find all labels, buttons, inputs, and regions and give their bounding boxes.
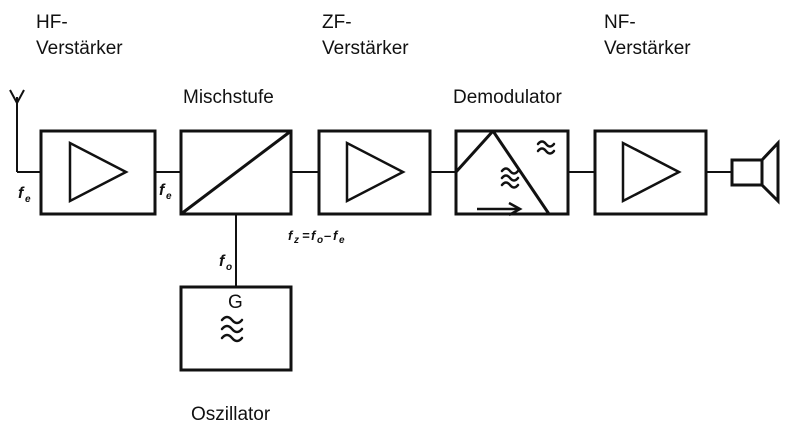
af-amplifier-block [593, 129, 708, 216]
mixer-block [179, 129, 293, 216]
if-amplifier-label-line1: ZF- [322, 12, 352, 33]
speaker-icon [730, 139, 780, 205]
svg-text:=: = [302, 228, 310, 243]
sine-wave-icon [500, 167, 520, 189]
svg-text:–: – [324, 228, 331, 243]
antenna-icon [9, 89, 40, 173]
svg-text:e: e [25, 194, 31, 205]
svg-text:o: o [226, 262, 232, 273]
signal-label-oscillator-output: f o [219, 253, 232, 273]
svg-text:f: f [219, 253, 226, 270]
amplifier-triangle-icon [68, 140, 129, 204]
amplifier-triangle-icon [621, 140, 682, 204]
signal-label-intermediate-frequency: f z = f o – f e [288, 228, 345, 246]
demodulator-block [454, 129, 570, 217]
svg-text:f: f [18, 185, 25, 202]
svg-text:f: f [288, 228, 294, 243]
mixer-diagonal-icon [180, 129, 292, 216]
svg-text:e: e [166, 191, 172, 202]
oscillator-block: G [179, 285, 293, 372]
demodulator-icon [454, 129, 556, 217]
svg-text:z: z [293, 235, 299, 246]
oscillator-label: Oszillator [191, 404, 271, 423]
svg-text:f: f [159, 182, 166, 199]
amplifier-triangle-icon [345, 140, 406, 204]
signal-label-mixer-input: f e [159, 182, 172, 202]
if-amplifier-block [317, 129, 432, 216]
if-amplifier-label-line2: Verstärker [322, 38, 409, 59]
svg-text:e: e [339, 235, 345, 246]
svg-text:f: f [311, 228, 317, 243]
hf-amplifier-label-line2: Verstärker [36, 38, 123, 59]
signal-label-antenna-input: f e [18, 185, 31, 205]
svg-text:f: f [333, 228, 339, 243]
mixer-label: Mischstufe [183, 87, 274, 108]
sine-wave-icon [220, 315, 244, 343]
demodulator-label: Demodulator [453, 87, 562, 108]
generator-letter: G [228, 292, 243, 313]
af-amplifier-label-line1: NF- [604, 12, 636, 33]
af-amplifier-label-line2: Verstärker [604, 38, 691, 59]
hf-amplifier-block [39, 129, 157, 216]
sine-wave-icon [536, 140, 556, 155]
hf-amplifier-label-line1: HF- [36, 12, 68, 33]
svg-text:o: o [317, 235, 323, 246]
